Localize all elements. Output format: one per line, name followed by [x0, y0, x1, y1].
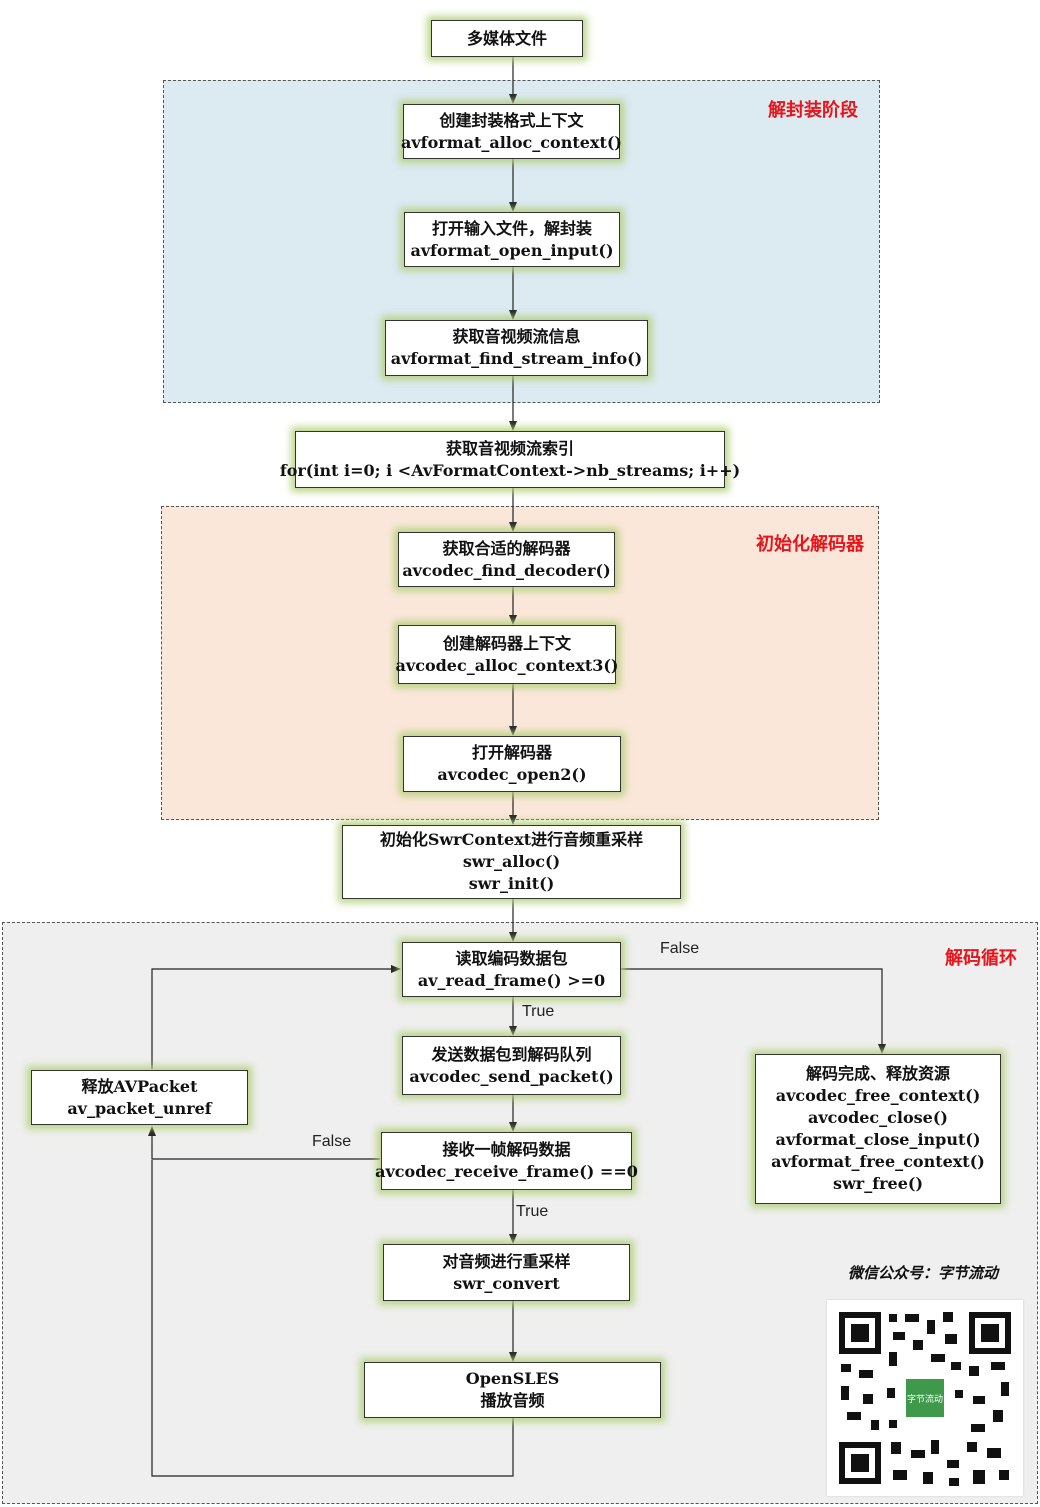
arrow-release-to-read	[151, 965, 401, 1069]
stream-info-function: avformat_find_stream_info()	[390, 349, 643, 368]
find-decoder-node: 获取合适的解码器 avcodec_find_decoder()	[398, 532, 615, 587]
arrow-read-false	[621, 968, 886, 1054]
resample-title: 对音频进行重采样	[442, 1251, 571, 1271]
read-true-label: True	[522, 1003, 555, 1020]
finish-swr-free: swr_free()	[832, 1174, 924, 1193]
finish-codec-close: avcodec_close()	[807, 1108, 948, 1127]
qr-brand-logo: 字节流动	[903, 1376, 947, 1420]
receive-frame-condition: avcodec_receive_frame() ==0	[375, 1162, 638, 1181]
receive-true-label: True	[516, 1203, 549, 1220]
send-packet-title: 发送数据包到解码队列	[431, 1044, 592, 1064]
alloc-format-title: 创建封装格式上下文	[439, 110, 584, 130]
open-decoder-function: avcodec_open2()	[437, 765, 587, 784]
loop-back-from-play	[151, 1160, 514, 1477]
receive-false-label: False	[312, 1133, 352, 1150]
open-input-node: 打开输入文件，解封装 avformat_open_input()	[404, 212, 620, 267]
alloc-format-context-node: 创建封装格式上下文 avformat_alloc_context()	[401, 104, 622, 159]
swr-alloc-function: swr_alloc()	[462, 852, 561, 871]
swr-init-title: 初始化SwrContext进行音频重采样	[379, 830, 644, 849]
alloc-codec-function: avcodec_alloc_context3()	[395, 655, 619, 675]
opensles-play: 播放音频	[480, 1391, 545, 1410]
receive-frame-title: 接收一帧解码数据	[442, 1140, 571, 1159]
qr-code-image: 字节流动	[827, 1300, 1023, 1496]
open-input-function: avformat_open_input()	[410, 240, 614, 260]
qr-code-pattern	[839, 1312, 1011, 1486]
release-packet-title: 释放AVPacket	[81, 1076, 198, 1096]
read-packet-title: 读取编码数据包	[455, 948, 568, 968]
swr-init-function: swr_init()	[468, 874, 555, 893]
open-decoder-node: 打开解码器 avcodec_open2()	[403, 736, 621, 792]
open-decoder-title: 打开解码器	[471, 743, 552, 762]
find-decoder-title: 获取合适的解码器	[442, 538, 571, 558]
open-input-title: 打开输入文件，解封装	[431, 218, 592, 238]
swr-init-node: 初始化SwrContext进行音频重采样 swr_alloc() swr_ini…	[342, 825, 681, 899]
stream-index-title: 获取音视频流索引	[445, 438, 574, 458]
read-packet-node: 读取编码数据包 av_read_frame() >=0	[402, 942, 621, 997]
demux-stage-title: 解封装阶段	[768, 100, 858, 121]
finish-free-format: avformat_free_context()	[771, 1152, 985, 1171]
alloc-format-function: avformat_alloc_context()	[401, 132, 622, 152]
release-packet-function: av_packet_unref	[67, 1098, 212, 1118]
find-decoder-function: avcodec_find_decoder()	[402, 560, 611, 580]
read-packet-condition: av_read_frame() >=0	[417, 970, 606, 990]
read-false-label: False	[660, 940, 700, 957]
receive-frame-node: 接收一帧解码数据 avcodec_receive_frame() ==0	[375, 1132, 638, 1190]
resample-node: 对音频进行重采样 swr_convert	[383, 1244, 630, 1301]
alloc-codec-context-node: 创建解码器上下文 avcodec_alloc_context3()	[395, 625, 619, 684]
send-packet-node: 发送数据包到解码队列 avcodec_send_packet()	[402, 1036, 621, 1095]
stream-info-node: 获取音视频流信息 avformat_find_stream_info()	[385, 320, 648, 376]
media-file-label: 多媒体文件	[466, 28, 547, 48]
wechat-account-label: 微信公众号：字节流动	[848, 1264, 999, 1282]
opensles-title: OpenSLES	[465, 1369, 560, 1388]
stream-index-node: 获取音视频流索引 for(int i=0; i <AvFormatContext…	[280, 431, 740, 488]
opensles-node: OpenSLES 播放音频	[364, 1362, 661, 1418]
media-file-node: 多媒体文件	[431, 20, 583, 57]
decoder-init-stage-title: 初始化解码器	[756, 534, 864, 555]
finish-title: 解码完成、释放资源	[805, 1064, 950, 1083]
alloc-codec-title: 创建解码器上下文	[442, 633, 571, 653]
resample-function: swr_convert	[453, 1273, 560, 1293]
stream-info-title: 获取音视频流信息	[452, 327, 581, 346]
stream-index-loop: for(int i=0; i <AvFormatContext->nb_stre…	[279, 460, 741, 480]
send-packet-function: avcodec_send_packet()	[409, 1066, 614, 1086]
finish-close-input: avformat_close_input()	[775, 1130, 981, 1149]
finish-free-context: avcodec_free_context()	[775, 1086, 981, 1105]
finish-release-node: 解码完成、释放资源 avcodec_free_context() avcodec…	[755, 1054, 1001, 1204]
arrow-receive-false	[148, 1126, 380, 1160]
decode-loop-stage-title: 解码循环	[945, 948, 1017, 969]
release-packet-node: 释放AVPacket av_packet_unref	[31, 1070, 248, 1125]
